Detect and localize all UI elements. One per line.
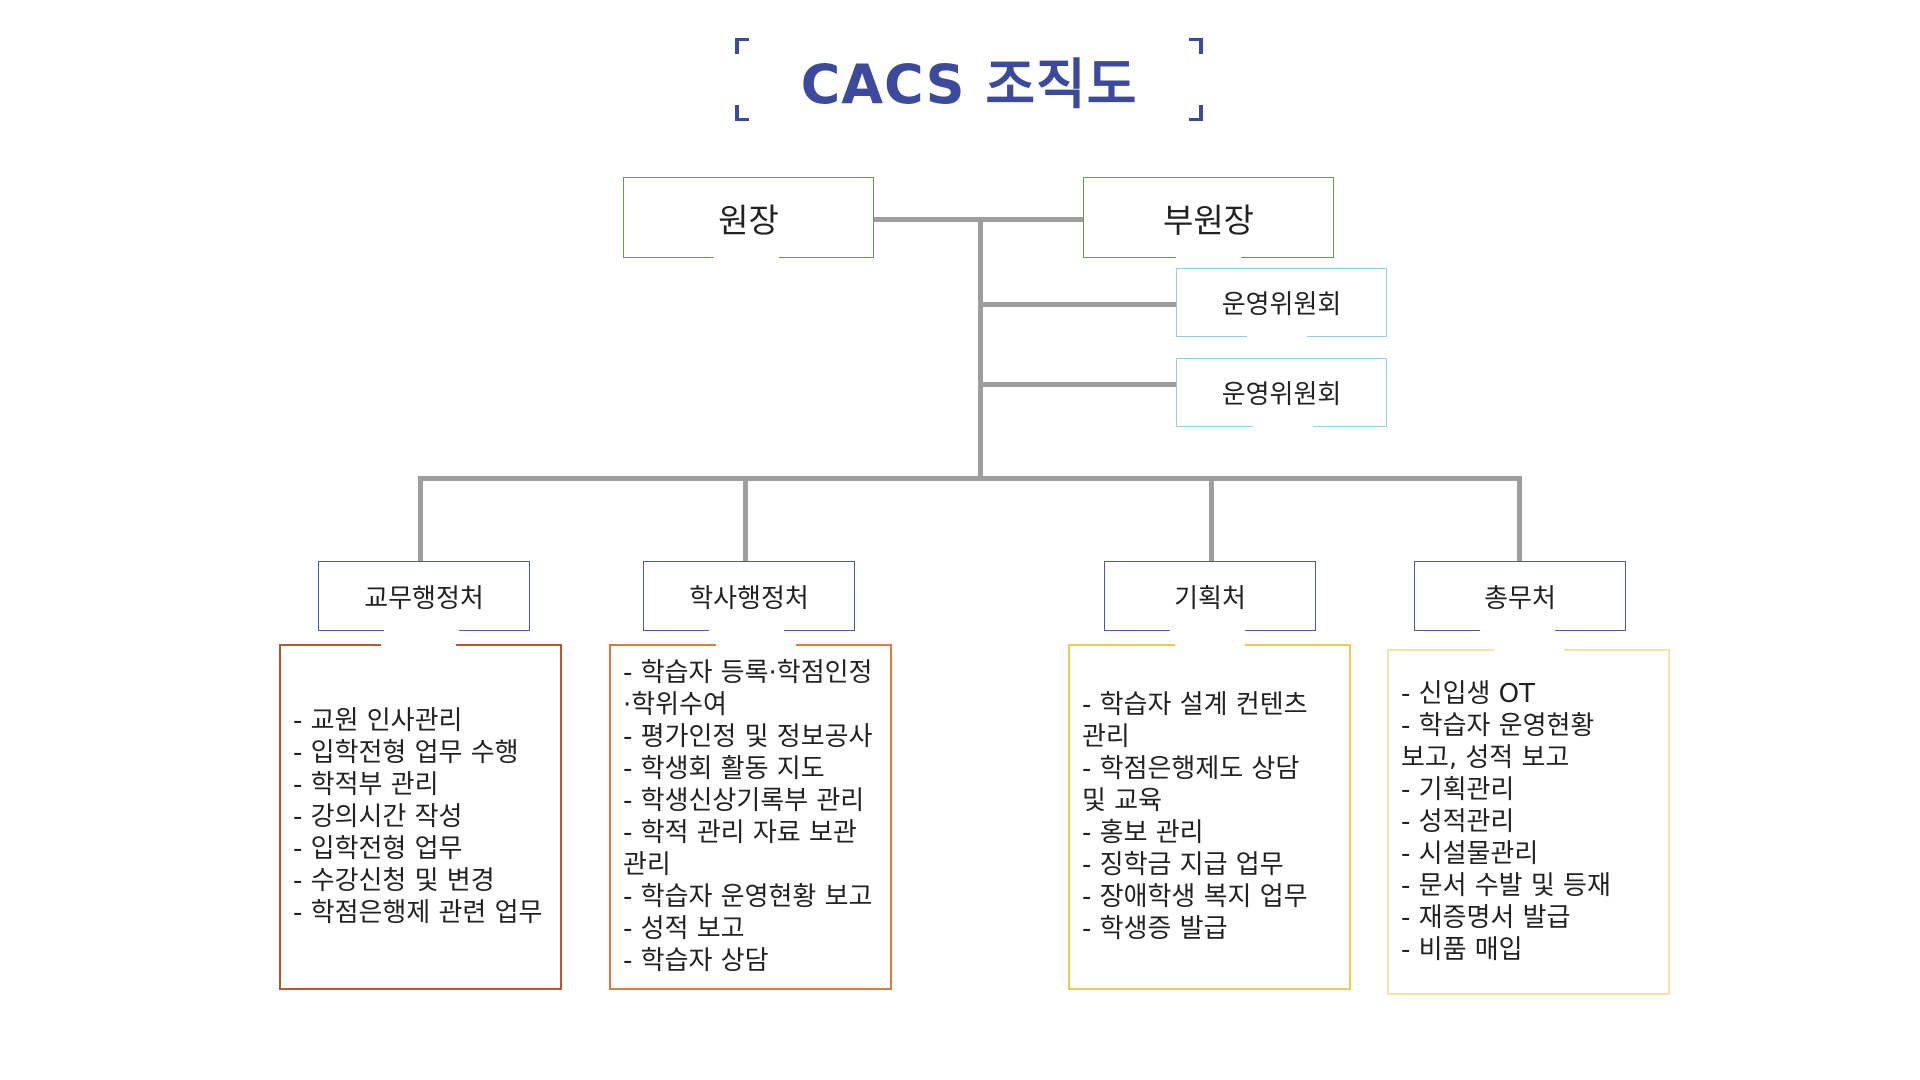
committee-box: 운영위원회 bbox=[1176, 268, 1387, 338]
duty-list: - 교원 인사관리 - 입학전형 업무 수행 - 학적부 관리 - 강의시간 작… bbox=[281, 705, 542, 929]
director-box: 원장 bbox=[623, 177, 874, 259]
duty-item: - 학습자 등록·학점인정 ·학위수여 bbox=[623, 658, 873, 720]
box-gap bbox=[1176, 255, 1241, 259]
box-gap bbox=[1247, 334, 1307, 338]
duty-item: - 비품 매입 bbox=[1401, 935, 1523, 965]
box-gap bbox=[716, 643, 796, 648]
duty-item: - 학습자 설계 컨텐츠 관리 bbox=[1082, 690, 1308, 752]
duty-item: - 재증명서 발급 bbox=[1401, 903, 1571, 933]
duty-list: - 신입생 OT - 학습자 운영현황 보고, 성적 보고 - 기획관리 - 성… bbox=[1389, 678, 1611, 966]
duty-item: - 학적부 관리 bbox=[293, 770, 439, 800]
duty-item: - 징학금 지급 업무 bbox=[1082, 850, 1284, 880]
connector-drop bbox=[1517, 476, 1522, 562]
duty-item: - 학습자 상담 bbox=[623, 946, 769, 976]
title-bracket bbox=[735, 38, 749, 41]
duty-item: - 시설물관리 bbox=[1401, 839, 1539, 869]
duty-list: - 학습자 등록·학점인정 ·학위수여 - 평가인정 및 정보공사 - 학생회 … bbox=[611, 657, 872, 977]
duty-box: - 학습자 설계 컨텐츠 관리 - 학점은행제도 상담 및 교육 - 홍보 관리… bbox=[1068, 643, 1351, 990]
title-bracket bbox=[1199, 105, 1203, 121]
duty-item: - 수강신청 및 변경 bbox=[293, 866, 495, 896]
department-label: 총무처 bbox=[1484, 583, 1556, 614]
department-box: 기획처 bbox=[1104, 561, 1316, 632]
connector-drop bbox=[418, 476, 423, 562]
duty-item: - 학생신상기록부 관리 bbox=[623, 786, 865, 816]
duty-item: - 성적관리 bbox=[1401, 807, 1515, 837]
connector-line bbox=[978, 382, 1176, 387]
box-gap bbox=[381, 643, 456, 648]
duty-item: - 학습자 운영현황 보고 bbox=[623, 882, 873, 912]
box-gap bbox=[1494, 648, 1564, 653]
department-label: 기획처 bbox=[1174, 583, 1246, 614]
duty-item: - 학점은행제도 상담 및 교육 bbox=[1082, 754, 1300, 816]
duty-item: - 홍보 관리 bbox=[1082, 818, 1204, 848]
box-gap bbox=[709, 628, 784, 632]
box-gap bbox=[1175, 643, 1245, 648]
committee-label: 운영위원회 bbox=[1221, 290, 1342, 320]
duty-box: - 신입생 OT - 학습자 운영현황 보고, 성적 보고 - 기획관리 - 성… bbox=[1387, 648, 1670, 995]
title-bracket bbox=[735, 118, 749, 121]
department-box: 학사행정처 bbox=[643, 561, 855, 632]
committee-label: 운영위원회 bbox=[1221, 380, 1342, 410]
duty-item: - 학생회 활동 지도 bbox=[623, 754, 825, 784]
duty-item: - 기획관리 bbox=[1401, 775, 1515, 805]
duty-item: - 학습자 운영현황 보고, 성적 보고 bbox=[1401, 711, 1595, 773]
connector-trunk bbox=[978, 217, 983, 479]
department-label: 교무행정처 bbox=[364, 583, 484, 614]
title-bracket bbox=[1189, 38, 1203, 41]
committee-box: 운영위원회 bbox=[1176, 358, 1387, 428]
duty-box: - 학습자 등록·학점인정 ·학위수여 - 평가인정 및 정보공사 - 학생회 … bbox=[609, 643, 892, 990]
connector-drop bbox=[743, 476, 748, 562]
title-frame-mask bbox=[735, 38, 739, 121]
director-label: 원장 bbox=[718, 200, 779, 240]
title-frame-mask bbox=[745, 37, 1193, 43]
duty-item: - 강의시간 작성 bbox=[293, 802, 463, 832]
duty-item: - 학생증 발급 bbox=[1082, 914, 1228, 944]
title-bracket bbox=[735, 105, 739, 121]
title-bracket bbox=[735, 38, 739, 54]
duty-item: - 문서 수발 및 등재 bbox=[1401, 871, 1611, 901]
vice-director-label: 부원장 bbox=[1162, 200, 1255, 240]
title-bracket bbox=[1189, 118, 1203, 121]
title-frame-mask bbox=[745, 117, 1193, 123]
box-gap bbox=[384, 628, 459, 632]
department-label: 학사행정처 bbox=[689, 583, 809, 614]
title-frame: CACS 조직도 bbox=[735, 38, 1203, 121]
department-box: 교무행정처 bbox=[318, 561, 530, 632]
title-bracket bbox=[1199, 38, 1203, 54]
duty-item: - 평가인정 및 정보공사 bbox=[623, 722, 873, 752]
vice-director-box: 부원장 bbox=[1083, 177, 1334, 259]
duty-item: - 성적 보고 bbox=[623, 914, 745, 944]
department-box: 총무처 bbox=[1414, 561, 1626, 632]
duty-item: - 신입생 OT bbox=[1401, 679, 1536, 709]
duty-item: - 장애학생 복지 업무 bbox=[1082, 882, 1308, 912]
duty-item: - 교원 인사관리 bbox=[293, 706, 463, 736]
connector-drop bbox=[1209, 476, 1214, 562]
connector-line bbox=[978, 302, 1176, 307]
title-frame-mask bbox=[1199, 38, 1203, 121]
box-gap bbox=[1480, 628, 1555, 632]
duty-list: - 학습자 설계 컨텐츠 관리 - 학점은행제도 상담 및 교육 - 홍보 관리… bbox=[1070, 689, 1308, 945]
duty-item: - 학점은행제 관련 업무 bbox=[293, 898, 543, 928]
box-gap bbox=[714, 255, 779, 259]
duty-item: - 입학전형 업무 bbox=[293, 834, 463, 864]
page-title: CACS 조직도 bbox=[800, 53, 1138, 116]
duty-box: - 교원 인사관리 - 입학전형 업무 수행 - 학적부 관리 - 강의시간 작… bbox=[279, 643, 562, 990]
box-gap bbox=[1253, 424, 1313, 428]
duty-item: - 입학전형 업무 수행 bbox=[293, 738, 519, 768]
duty-item: - 학적 관리 자료 보관 관리 bbox=[623, 818, 857, 880]
box-gap bbox=[1170, 628, 1245, 632]
connector-bus bbox=[418, 476, 1522, 481]
